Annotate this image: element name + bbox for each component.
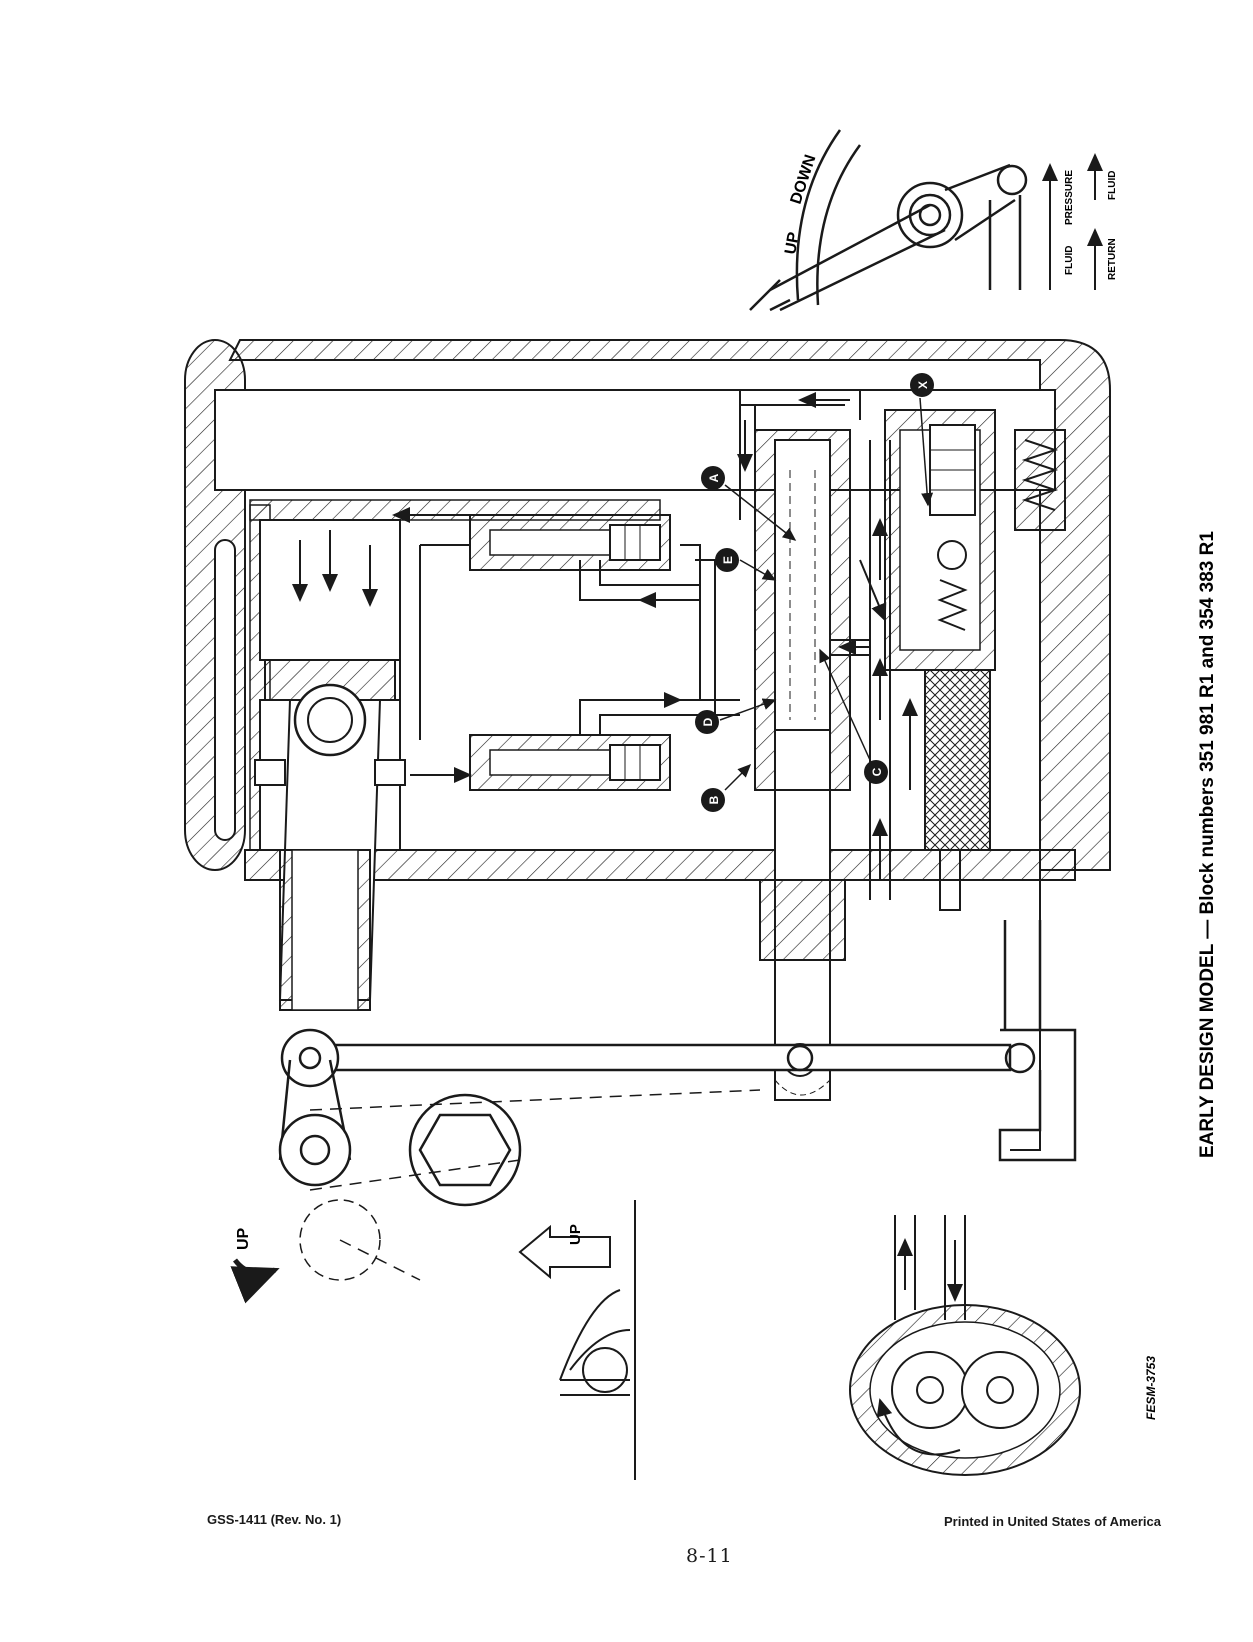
figure-title: EARLY DESIGN MODEL — Block numbers 351 9… xyxy=(1197,531,1218,1158)
up-arrow-label: UP xyxy=(567,1224,584,1245)
svg-text:X: X xyxy=(916,381,930,389)
legend-pressure-line2: PRESSURE xyxy=(1064,170,1075,225)
lever-down-label: DOWN xyxy=(788,153,820,206)
gear-pump xyxy=(849,1215,1081,1476)
up-motion-indicator: UP xyxy=(230,1227,280,1304)
hitch-detail xyxy=(559,1200,636,1480)
upper-check-valve xyxy=(392,507,671,571)
callout-b: B xyxy=(701,763,752,812)
lift-cylinder xyxy=(254,519,406,1011)
figure-code: FESM-3753 xyxy=(1144,1356,1158,1420)
callout-a: A xyxy=(701,466,797,541)
legend-return-line2: FLUID xyxy=(1107,171,1118,200)
callout-c: C xyxy=(819,648,888,784)
callout-e: E xyxy=(715,548,777,581)
legend-return-line1: RETURN xyxy=(1107,238,1118,280)
control-lever xyxy=(749,129,1028,312)
fluid-passages xyxy=(399,389,861,760)
lever-up-down-labels: UP DOWN xyxy=(782,153,819,256)
document-code: GSS-1411 (Rev. No. 1) xyxy=(207,1512,342,1527)
print-notice: Printed in United States of America xyxy=(944,1514,1161,1529)
up-direction-arrow: UP xyxy=(518,1224,611,1280)
lower-check-valve xyxy=(410,734,671,791)
page-number: 8-11 xyxy=(686,1545,733,1567)
svg-text:B: B xyxy=(707,795,721,804)
callout-markers: A E D B C X xyxy=(695,373,934,812)
linkage xyxy=(278,920,1077,1281)
callout-x: X xyxy=(910,373,934,507)
relief-valve xyxy=(884,409,1066,851)
lever-up-label: UP xyxy=(782,231,803,256)
svg-text:D: D xyxy=(701,717,715,726)
up-curve-label: UP xyxy=(235,1227,252,1250)
callout-d: D xyxy=(695,698,777,734)
svg-text:E: E xyxy=(721,556,735,564)
svg-text:A: A xyxy=(707,473,721,482)
legend-pressure-line1: FLUID xyxy=(1064,246,1075,275)
control-valve-spool xyxy=(754,429,851,1101)
flow-legend: FLUID PRESSURE RETURN FLUID xyxy=(1042,153,1118,290)
svg-text:C: C xyxy=(870,767,884,776)
